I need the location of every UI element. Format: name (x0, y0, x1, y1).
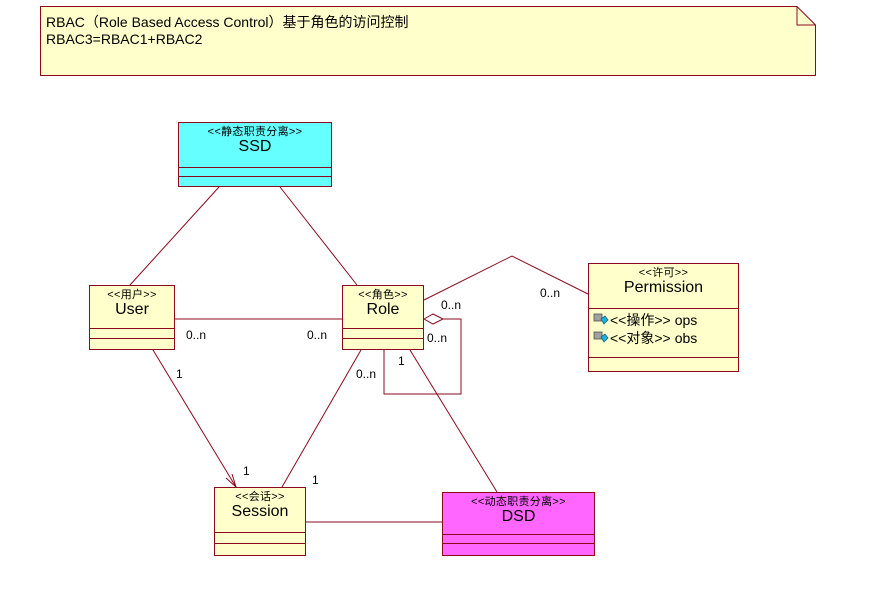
permission-attributes-divider (589, 308, 738, 309)
dsd-class[interactable]: <<动态职责分离>> DSD (442, 492, 595, 556)
role-operations-divider (343, 338, 423, 339)
session-operations-divider (215, 543, 305, 544)
permission-stereotype: <<许可>> (638, 267, 689, 279)
ssd-user-association (129, 186, 220, 286)
multiplicity-role-self: 0..n (427, 331, 448, 345)
multiplicity-role-dsd-role-end: 1 (398, 354, 405, 368)
role-name: Role (366, 301, 400, 318)
permission-name: Permission (623, 279, 704, 296)
dsd-stereotype: <<动态职责分离>> (471, 496, 566, 508)
dsd-name: DSD (501, 508, 536, 525)
role-permission-association (423, 255, 589, 301)
note-text-line-2: RBAC3=RBAC1+RBAC2 (46, 31, 203, 47)
role-dsd-association (409, 349, 498, 493)
dsd-header: <<动态职责分离>> DSD (443, 493, 594, 534)
multiplicity-user-role-user-end: 0..n (186, 328, 207, 342)
session-arrowhead (225, 473, 238, 489)
obs-stereotype: <<对象>> (610, 330, 671, 346)
session-header: <<会话>> Session (215, 488, 305, 532)
ssd-stereotype: <<静态职责分离>> (207, 126, 303, 138)
multiplicity-user-role-role-end: 0..n (307, 328, 328, 342)
multiplicity-user-session-session-end: 1 (243, 464, 250, 478)
session-class[interactable]: <<会话>> Session (214, 487, 306, 556)
note: RBAC（Role Based Access Control）基于角色的访问控制… (40, 6, 816, 76)
dsd-operations-divider (443, 543, 594, 544)
user-attributes-divider (90, 328, 174, 329)
role-stereotype: <<角色>> (358, 289, 408, 301)
role-header: <<角色>> Role (343, 286, 423, 328)
ops-name: ops (674, 312, 698, 328)
user-session-association (152, 349, 237, 488)
session-stereotype: <<会话>> (235, 491, 285, 503)
permission-attribute-ops[interactable]: <<操作>> ops (593, 310, 697, 330)
multiplicity-user-session-user-end: 1 (176, 367, 183, 381)
multiplicity-role-session-session-end: 1 (312, 473, 319, 487)
role-class[interactable]: <<角色>> Role (342, 285, 424, 350)
ssd-header: <<静态职责分离>> SSD (179, 123, 331, 167)
multiplicity-role-session-role-end: 0..n (356, 367, 377, 381)
ssd-attributes-divider (179, 167, 331, 168)
ssd-role-association (279, 186, 358, 286)
role-session-association (281, 349, 362, 488)
ssd-operations-divider (179, 176, 331, 177)
user-class[interactable]: <<用户>> User (89, 285, 175, 350)
permission-attribute-obs[interactable]: <<对象>> obs (593, 328, 697, 348)
dsd-attributes-divider (443, 534, 594, 535)
ssd-class[interactable]: <<静态职责分离>> SSD (178, 122, 332, 187)
ops-stereotype: <<操作>> (610, 312, 671, 328)
note-text-line-1: RBAC（Role Based Access Control）基于角色的访问控制 (46, 14, 409, 30)
note-shape (40, 6, 816, 76)
multiplicity-role-permission-role-end: 0..n (441, 298, 462, 312)
user-header: <<用户>> User (90, 286, 174, 328)
ssd-name: SSD (238, 138, 272, 155)
session-name: Session (231, 503, 289, 520)
attribute-icon (593, 331, 609, 345)
role-self-association (383, 318, 462, 395)
role-self-aggregation-diamond (422, 313, 445, 325)
permission-operations-divider (589, 357, 738, 358)
multiplicity-role-permission-permission-end: 0..n (540, 286, 561, 300)
user-name: User (115, 301, 149, 318)
permission-header: <<许可>> Permission (589, 264, 738, 308)
role-attributes-divider (343, 328, 423, 329)
session-attributes-divider (215, 532, 305, 533)
permission-class[interactable]: <<许可>> Permission <<操作>> ops <<对象>> obs (588, 263, 739, 372)
attribute-icon (593, 313, 609, 327)
obs-name: obs (674, 330, 698, 346)
user-stereotype: <<用户>> (107, 289, 157, 301)
user-operations-divider (90, 338, 174, 339)
